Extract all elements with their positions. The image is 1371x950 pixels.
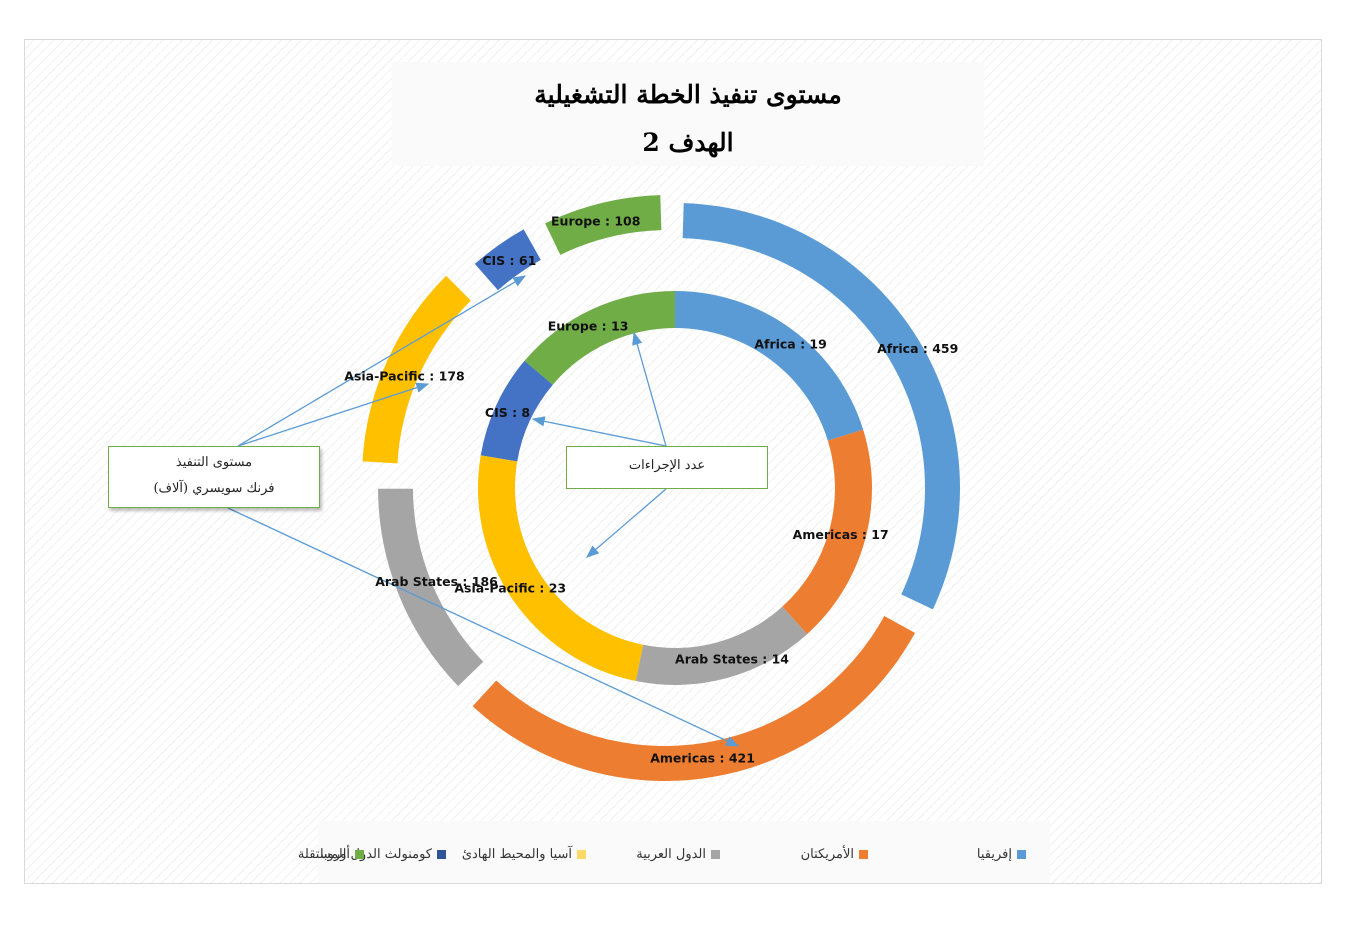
legend-label-asia-pacific: آسيا والمحيط الهادئ [461,847,572,862]
callout-actions-line-1: عدد الإجراءات [628,458,706,473]
ring-implementation-segment-arab-states [378,488,484,687]
data-label-implementation-americas: Americas : 421 [650,750,755,765]
data-label-actions-asia-pacific: Asia-Pacific : 23 [454,581,566,596]
callout-implementation-line-1: مستوى التنفيذ [175,455,253,470]
legend-label-africa: إفريقيا [976,847,1012,862]
ring-implementation-segment-cis [474,229,541,291]
legend-swatch-africa [1017,850,1026,859]
legend-label-americas: الأمريكتان [800,847,854,862]
chart-legend: إفريقيا الأمريكتان الدول العربية آسيا والمح… [298,821,1050,883]
callout-implementation-level: مستوى التنفيذ فرنك سويسري (آلاف) [108,446,320,508]
chart-title-box: مستوى تنفيذ الخطة التشغيلية الهدف 2 [392,62,984,166]
ring-actions-segment-arab-states [635,606,808,685]
callout-implementation-line-2: فرنك سويسري (آلاف) [153,481,275,496]
ring-implementation-segment-africa [682,203,960,610]
legend-item-europe: أوروبا [320,847,364,862]
data-label-implementation-europe: Europe : 108 [551,214,640,229]
leader-actions-asia-pacific [586,488,667,558]
legend-item-americas: الأمريكتان [801,847,868,862]
legend-swatch-americas [859,850,868,859]
legend-label-europe: أوروبا [319,847,350,862]
data-label-implementation-arab-states: Arab States : 186 [375,574,498,589]
legend-swatch-arab-states [711,850,720,859]
legend-swatch-cis [437,850,446,859]
data-label-implementation-cis: CIS : 61 [482,253,536,268]
leader-actions-europe [632,331,667,447]
data-label-actions-cis: CIS : 8 [485,405,530,420]
chart-title-line-1: مستوى تنفيذ الخطة التشغيلية [534,80,842,109]
legend-item-arab-states: الدول العربية [636,847,720,862]
data-label-implementation-africa: Africa : 459 [877,341,958,356]
ring-actions-segment-africa [675,291,864,441]
data-label-implementation-asia-pacific: Asia-Pacific : 178 [344,369,464,384]
data-label-actions-arab-states: Arab States : 14 [675,652,789,667]
callout-number-of-actions: عدد الإجراءات [566,446,768,489]
chart-title-line-2: الهدف 2 [642,128,734,157]
ring-actions-segment-americas [782,429,872,635]
legend-swatch-europe [355,850,364,859]
ring-implementation-segment-americas [472,616,916,781]
legend-item-asia-pacific: آسيا والمحيط الهادئ [462,847,586,862]
legend-item-cis: كومنولث الدول المستقلة [298,847,446,862]
leader-actions-cis [531,416,667,447]
data-label-actions-africa: Africa : 19 [754,337,827,352]
leader-implementation-cis [237,275,527,447]
ring-actions-segment-asia-pacific [477,455,644,682]
ring-implementation-segment-asia-pacific [362,275,471,464]
data-label-actions-americas: Americas : 17 [793,527,889,542]
legend-item-africa: إفريقيا [977,847,1026,862]
leader-implementation-americas [227,507,740,747]
data-label-actions-europe: Europe : 13 [548,319,629,334]
legend-label-cis: كومنولث الدول المستقلة [297,847,432,862]
legend-swatch-asia-pacific [577,850,586,859]
ring-actions-segment-cis [480,360,553,462]
leader-implementation-asia-pacific [237,382,430,447]
ring-actions-segment-europe [524,291,675,385]
legend-label-arab-states: الدول العربية [636,847,706,862]
ring-implementation-segment-europe [545,195,662,255]
